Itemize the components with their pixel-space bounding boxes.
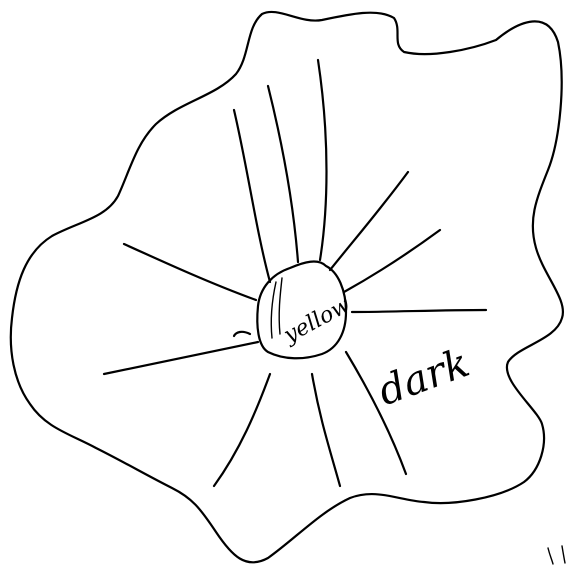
pen-mark	[548, 548, 553, 564]
vein-line	[234, 110, 270, 282]
petal-veins	[104, 60, 486, 486]
vein-line	[234, 332, 250, 336]
vein-line	[268, 86, 298, 262]
pen-mark	[562, 546, 565, 563]
vein-line	[312, 374, 340, 486]
petal-outline	[11, 12, 563, 562]
vein-line	[344, 230, 440, 292]
vein-line	[352, 310, 486, 312]
vein-line	[214, 374, 270, 486]
vein-line	[104, 342, 258, 374]
vein-line	[318, 60, 327, 260]
vein-line	[330, 172, 408, 270]
center-shading	[271, 282, 276, 338]
center-color-label: yellow	[279, 293, 355, 349]
petal-color-label: dark	[372, 340, 475, 415]
vein-line	[124, 244, 256, 300]
